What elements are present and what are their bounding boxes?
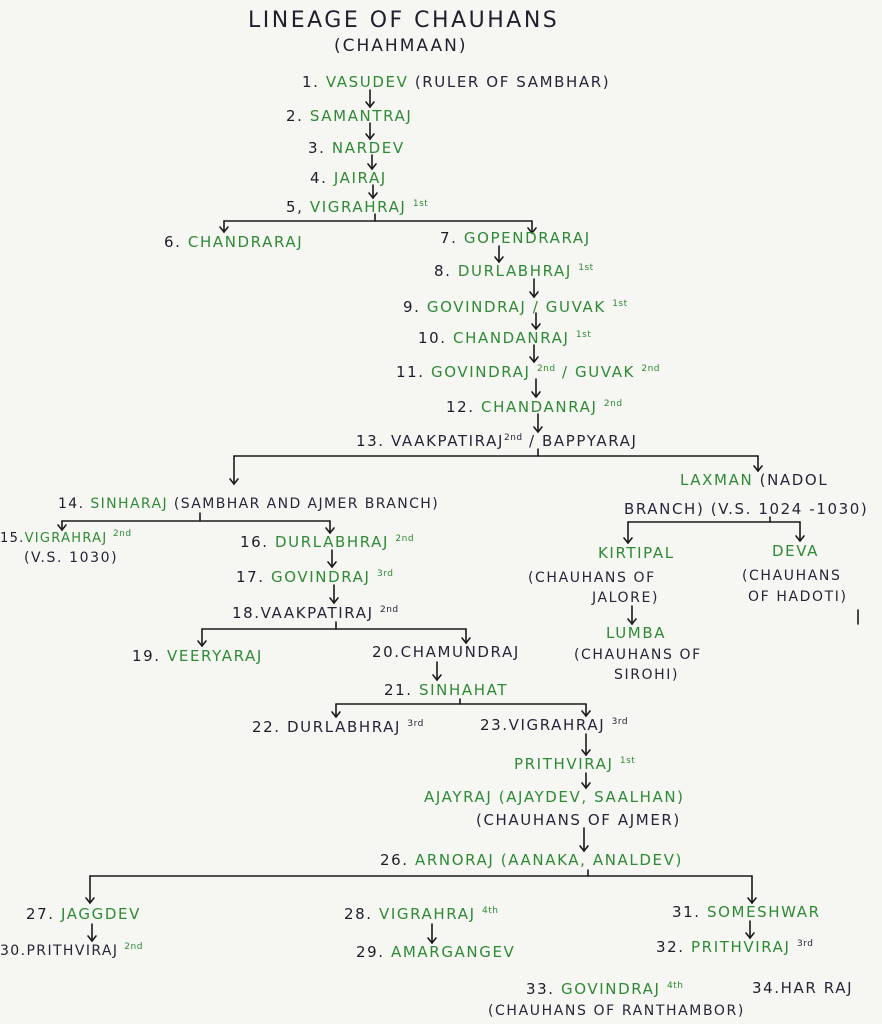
arrow-head bbox=[365, 133, 375, 141]
arrow-head bbox=[197, 640, 207, 648]
arrow-head bbox=[229, 478, 239, 486]
person-note-33: (CHAUHANS OF RANTHAMBOR) bbox=[488, 1003, 745, 1019]
person-node-prithviraj-1: PRITHVIRAJ 1st bbox=[514, 755, 636, 773]
person-node-11: 11. GOVINDRAJ 2nd / GUVAK 2nd bbox=[396, 363, 661, 381]
person-note-kirtipal-2: JALORE) bbox=[592, 590, 660, 606]
person-node-21: 21. SINHAHAT bbox=[384, 681, 509, 699]
person-note-lumba-1: (CHAUHANS OF bbox=[574, 647, 702, 663]
person-node-28: 28. VIGRAHRAJ 4th bbox=[344, 905, 499, 923]
arrow-head bbox=[747, 897, 757, 905]
arrow-head bbox=[623, 537, 633, 545]
arrow-head bbox=[85, 897, 95, 905]
person-node-2: 2. SAMANTRAJ bbox=[286, 107, 413, 125]
person-node-16: 16. DURLABHRAJ 2nd bbox=[240, 533, 415, 551]
arrow-head bbox=[581, 710, 591, 718]
arrow-head bbox=[494, 256, 504, 264]
person-node-22: 22. DURLABHRAJ 3rd bbox=[252, 718, 424, 736]
person-node-14: 14. SINHARAJ (SAMBHAR AND AJMER BRANCH) bbox=[58, 496, 440, 512]
arrow-head bbox=[365, 101, 375, 109]
arrow-head bbox=[432, 674, 442, 682]
arrow-head bbox=[219, 226, 229, 234]
person-node-18: 18.VAAKPATIRAJ 2nd bbox=[232, 604, 399, 622]
arrow-head bbox=[581, 782, 591, 790]
person-node-27: 27. JAGGDEV bbox=[26, 905, 141, 923]
arrow-head bbox=[367, 163, 377, 171]
arrow-head bbox=[753, 465, 763, 473]
person-node-12: 12. CHANDANRAJ 2nd bbox=[446, 398, 623, 416]
person-node-3: 3. NARDEV bbox=[308, 139, 405, 157]
arrow-head bbox=[329, 597, 339, 605]
person-node-33: 33. GOVINDRAJ 4th bbox=[526, 980, 684, 998]
person-node-laxman: LAXMAN (NADOL bbox=[680, 471, 829, 489]
person-node-32: 32. PRITHVIRAJ 3rd bbox=[656, 938, 814, 956]
arrow-head bbox=[87, 935, 97, 943]
arrow-head bbox=[529, 356, 539, 364]
person-node-17: 17. GOVINDRAJ 3rd bbox=[236, 568, 394, 586]
person-node-29: 29. AMARGANGEV bbox=[356, 943, 516, 961]
person-node-6: 6. CHANDRARAJ bbox=[164, 233, 304, 251]
person-node-lumba: LUMBA bbox=[606, 624, 667, 642]
person-node-7: 7. GOPENDRARAJ bbox=[440, 229, 591, 247]
person-node-8: 8. DURLABHRAJ 1st bbox=[434, 262, 594, 280]
person-node-19: 19. VEERYARAJ bbox=[132, 647, 263, 665]
person-note-15: (V.S. 1030) bbox=[24, 550, 119, 566]
arrow-head bbox=[795, 535, 805, 543]
person-note-lumba-2: SIROHI) bbox=[614, 667, 680, 683]
person-node-26: 26. ARNORAJ (AANAKA, ANALDEV) bbox=[380, 851, 683, 869]
person-node-23: 23.VIGRAHRAJ 3rd bbox=[480, 716, 629, 734]
person-node-kirtipal: KIRTIPAL bbox=[598, 544, 675, 562]
person-node-ajayraj: AJAYRAJ (AJAYDEV, SAALHAN) bbox=[424, 788, 685, 806]
person-node-34: 34.HAR RAJ bbox=[752, 979, 854, 997]
arrow-head bbox=[579, 845, 589, 853]
arrow-head bbox=[527, 227, 537, 235]
arrow-head bbox=[368, 192, 378, 200]
diagram-title: LINEAGE OF CHAUHANS bbox=[248, 8, 560, 33]
person-note-laxman: BRANCH) (V.S. 1024 -1030) bbox=[624, 500, 869, 518]
person-node-4: 4. JAIRAJ bbox=[310, 169, 387, 187]
arrow-head bbox=[627, 618, 637, 626]
person-note-kirtipal-1: (CHAUHANS OF bbox=[528, 570, 656, 586]
arrow-head bbox=[461, 637, 471, 645]
person-node-30: 30.PRITHVIRAJ 2nd bbox=[0, 942, 143, 959]
arrow-head bbox=[427, 937, 437, 945]
arrow-head bbox=[531, 323, 541, 331]
person-node-5: 5, VIGRAHRAJ 1st bbox=[286, 198, 429, 216]
person-node-13: 13. VAAKPATIRAJ2nd / BAPPYARAJ bbox=[356, 432, 638, 450]
person-note-deva-2: OF HADOTI) bbox=[748, 589, 848, 605]
person-node-9: 9. GOVINDRAJ / GUVAK 1st bbox=[403, 298, 628, 316]
arrow-head bbox=[57, 524, 67, 532]
person-node-15: 15.VIGRAHRAJ 2nd bbox=[0, 529, 132, 546]
person-node-31: 31. SOMESHWAR bbox=[672, 903, 821, 921]
arrow-head bbox=[533, 426, 543, 434]
arrow-head bbox=[331, 711, 341, 719]
person-node-deva: DEVA bbox=[772, 542, 819, 560]
arrow-head bbox=[529, 291, 539, 299]
person-node-1: 1. VASUDEV (RULER OF SAMBHAR) bbox=[302, 73, 611, 91]
person-note-deva-1: (CHAUHANS bbox=[742, 568, 842, 584]
person-node-10: 10. CHANDANRAJ 1st bbox=[418, 329, 592, 347]
arrow-head bbox=[325, 527, 335, 535]
arrow-head bbox=[745, 932, 755, 940]
arrow-head bbox=[581, 749, 591, 757]
diagram-subtitle: (CHAHMAAN) bbox=[334, 36, 468, 56]
arrow-head bbox=[327, 561, 337, 569]
person-node-20: 20.CHAMUNDRAJ bbox=[372, 643, 520, 661]
person-note-ajayraj: (CHAUHANS OF AJMER) bbox=[476, 811, 681, 829]
arrow-head bbox=[531, 391, 541, 399]
